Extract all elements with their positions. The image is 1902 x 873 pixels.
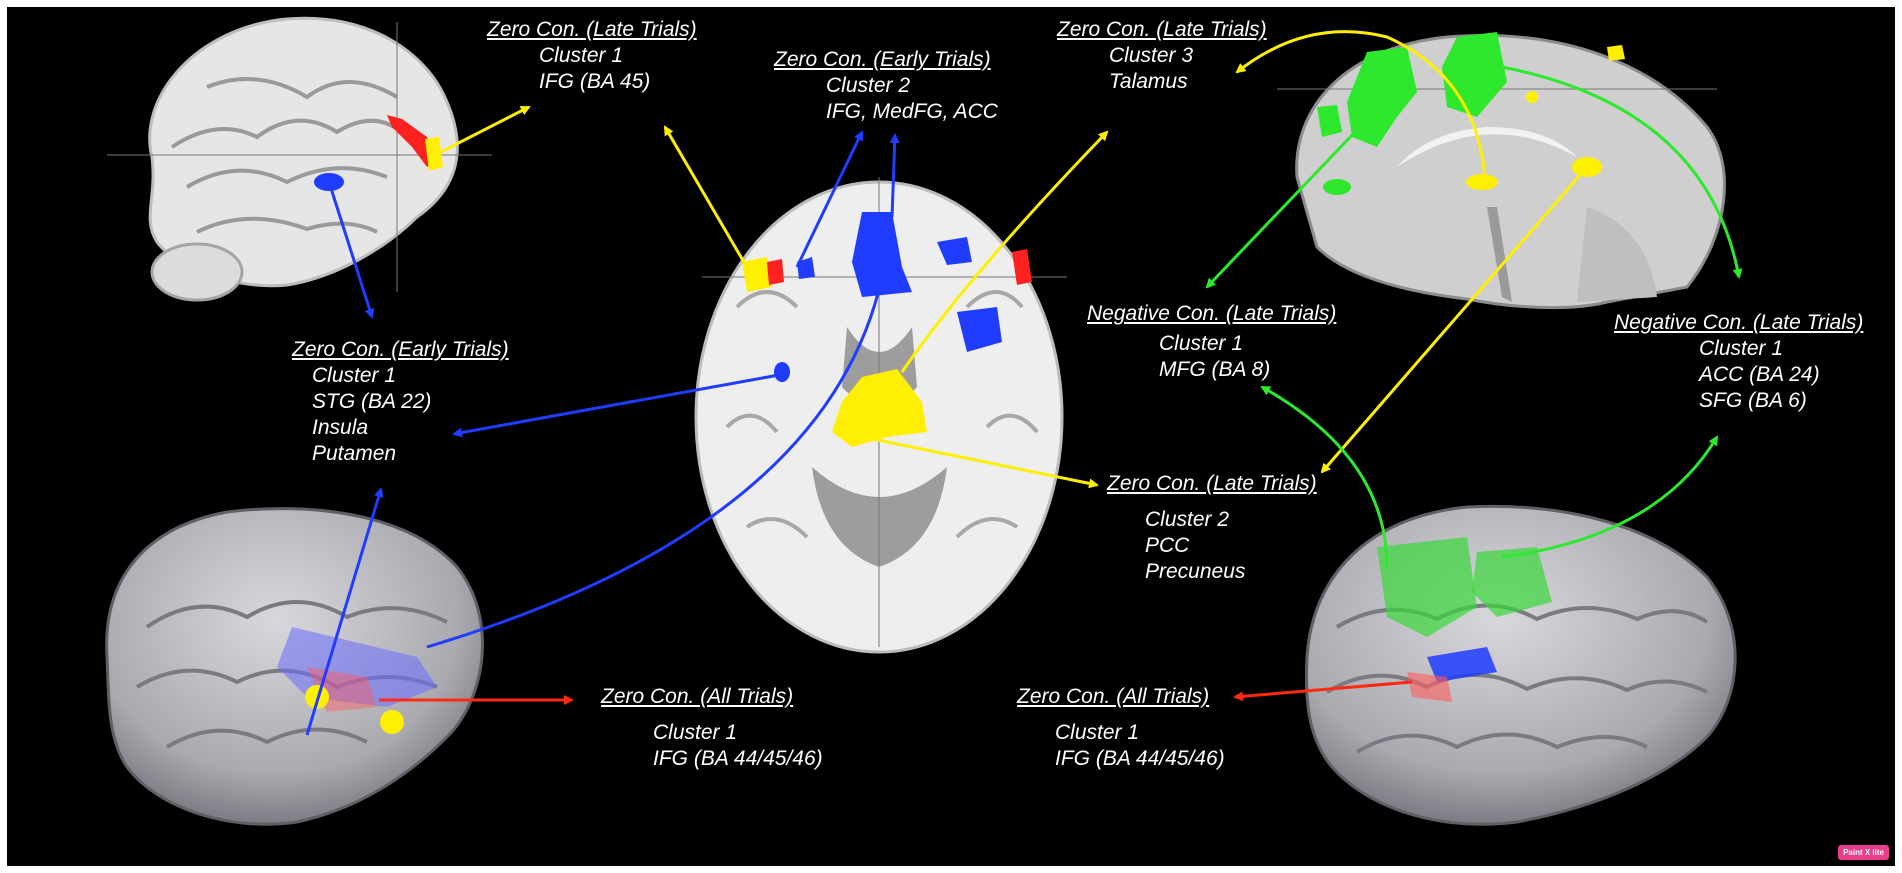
sagittal-slice-left: [107, 16, 492, 302]
figure-graphics: [105, 16, 1743, 826]
label-zero-late-cluster2: Zero Con. (Late Trials) Cluster 2 PCC Pr…: [1107, 471, 1317, 585]
label-heading: Negative Con. (Late Trials): [1087, 302, 1337, 325]
label-heading: Zero Con. (All Trials): [1017, 685, 1210, 708]
watermark-badge: Paint X lite: [1838, 845, 1889, 860]
label-heading: Negative Con. (Late Trials): [1614, 311, 1864, 334]
brain-render-left: [105, 507, 484, 826]
label-line: Talamus: [1109, 70, 1188, 93]
label-line: IFG (BA 45): [539, 70, 651, 93]
label-zero-late-cluster3: Zero Con. (Late Trials) Cluster 3 Talamu…: [1057, 17, 1267, 95]
label-zero-all-left: Zero Con. (All Trials) Cluster 1 IFG (BA…: [601, 684, 823, 772]
label-line: Cluster 2: [1145, 508, 1230, 531]
label-line: IFG (BA 44/45/46): [653, 747, 823, 770]
label-line: IFG (BA 44/45/46): [1055, 747, 1225, 770]
label-zero-late-cluster1: Zero Con. (Late Trials) Cluster 1 IFG (B…: [487, 17, 697, 95]
label-line: STG (BA 22): [312, 390, 432, 413]
label-line: Cluster 2: [826, 74, 911, 97]
label-neg-late-acc: Negative Con. (Late Trials) Cluster 1 AC…: [1614, 310, 1863, 414]
label-line: Cluster 1: [312, 364, 397, 387]
label-heading: Zero Con. (Early Trials): [292, 338, 509, 361]
figure-canvas: Zero Con. (Late Trials) Cluster 1 IFG (B…: [7, 7, 1895, 866]
label-line: Cluster 1: [1055, 721, 1140, 744]
label-zero-early-cluster1: Zero Con. (Early Trials) Cluster 1 STG (…: [292, 337, 509, 467]
arrows: [305, 30, 1743, 736]
label-line: PCC: [1145, 534, 1190, 557]
sagittal-slice-right: [1277, 32, 1726, 310]
label-line: ACC (BA 24): [1699, 363, 1820, 386]
label-neg-late-mfg: Negative Con. (Late Trials) Cluster 1 MF…: [1087, 301, 1336, 383]
label-line: Precuneus: [1145, 560, 1246, 583]
label-zero-all-right: Zero Con. (All Trials) Cluster 1 IFG (BA…: [1017, 684, 1225, 772]
label-heading: Zero Con. (Late Trials): [487, 18, 697, 41]
label-heading: Zero Con. (All Trials): [601, 685, 794, 708]
label-line: IFG, MedFG, ACC: [826, 100, 998, 123]
label-heading: Zero Con. (Early Trials): [774, 48, 991, 71]
brain-render-right: [1304, 504, 1737, 826]
label-line: Cluster 1: [1699, 337, 1784, 360]
label-line: Insula: [312, 416, 369, 439]
label-line: Cluster 3: [1109, 44, 1194, 67]
axial-slice-center: [694, 177, 1067, 654]
label-line: MFG (BA 8): [1159, 358, 1271, 381]
label-heading: Zero Con. (Late Trials): [1107, 472, 1317, 495]
label-heading: Zero Con. (Late Trials): [1057, 18, 1267, 41]
label-line: SFG (BA 6): [1699, 389, 1807, 412]
label-line: Cluster 1: [653, 721, 738, 744]
label-line: Putamen: [312, 442, 397, 465]
label-zero-early-cluster2: Zero Con. (Early Trials) Cluster 2 IFG, …: [774, 47, 998, 125]
label-line: Cluster 1: [1159, 332, 1244, 355]
label-line: Cluster 1: [539, 44, 624, 67]
